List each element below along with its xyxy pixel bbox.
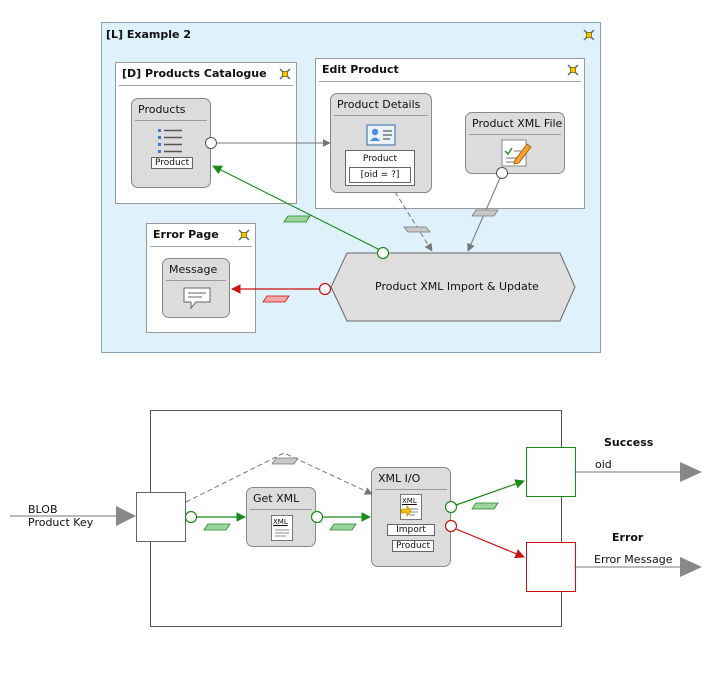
input-label-blob: BLOB	[28, 503, 58, 516]
xml-io-unit[interactable]: XML I/O XML Import Product	[371, 467, 451, 567]
xml-icon-text: XML	[402, 497, 417, 505]
link-parameter	[203, 523, 231, 531]
ok-port	[376, 246, 390, 260]
import-tag: Import	[387, 524, 435, 536]
error-output-label: Error Message	[594, 553, 673, 566]
pin-icon[interactable]	[582, 28, 596, 42]
xml-file-icon: XML	[271, 515, 293, 541]
message-icon	[183, 287, 211, 310]
products-catalogue-title: [D] Products Catalogue	[122, 67, 267, 80]
link-port	[205, 137, 217, 149]
divider	[334, 115, 428, 116]
link-xmlio-success	[455, 479, 525, 506]
success-output-label: oid	[595, 458, 612, 471]
message-unit-title: Message	[169, 263, 218, 276]
pin-icon[interactable]	[566, 63, 580, 77]
id-card-icon	[366, 124, 396, 146]
ok-port	[310, 510, 324, 524]
success-title: Success	[604, 436, 654, 449]
xml-import-icon: XML	[400, 494, 422, 520]
divider	[119, 85, 293, 86]
product-details-title: Product Details	[337, 98, 421, 111]
product-xml-file-title: Product XML File	[472, 117, 563, 130]
link-parameter	[471, 209, 499, 217]
module-container	[150, 410, 562, 627]
link-port	[496, 167, 508, 179]
product-xml-file-unit[interactable]: Product XML File	[465, 112, 565, 174]
get-xml-unit[interactable]: Get XML XML	[246, 487, 316, 547]
get-xml-title: Get XML	[253, 492, 300, 505]
divider	[319, 81, 581, 82]
link-details-to-operation	[394, 191, 433, 252]
ko-port	[444, 519, 458, 533]
edit-product-title: Edit Product	[322, 63, 399, 76]
pin-icon[interactable]	[278, 67, 292, 81]
ok-port	[444, 500, 458, 514]
message-unit[interactable]: Message	[162, 258, 230, 318]
pin-icon[interactable]	[237, 228, 251, 242]
tag-line-1: Product	[362, 154, 398, 164]
link-parameter	[471, 502, 499, 510]
tag-line-2: [oid = ?]	[349, 167, 411, 183]
link-input-to-xmlio	[185, 452, 373, 503]
ok-port	[184, 510, 198, 524]
list-icon	[158, 129, 182, 153]
link-operation-ok	[212, 165, 381, 251]
product-details-tag: Product [oid = ?]	[345, 150, 415, 186]
divider	[469, 134, 561, 135]
xml-io-title: XML I/O	[378, 472, 421, 485]
input-arrow	[116, 506, 136, 526]
link-xmlio-error	[455, 528, 525, 559]
products-tag: Product	[151, 157, 194, 169]
divider	[166, 280, 226, 281]
product-details-unit[interactable]: Product Details Product [oid = ?]	[330, 93, 432, 193]
error-page-title: Error Page	[153, 228, 219, 241]
divider	[375, 489, 447, 490]
success-collector[interactable]	[526, 447, 576, 497]
link-parameter	[262, 295, 290, 303]
file-edit-icon	[501, 139, 532, 167]
divider	[135, 120, 207, 121]
divider	[150, 246, 252, 247]
products-unit-title: Products	[138, 103, 186, 116]
example-title: [L] Example 2	[106, 28, 191, 41]
input-label-product-key: Product Key	[28, 516, 94, 529]
error-title: Error	[612, 531, 644, 544]
link-parameter	[403, 226, 431, 233]
operation-label: Product XML Import & Update	[375, 280, 539, 293]
divider	[250, 509, 312, 510]
ko-port	[318, 282, 332, 296]
error-output-arrow	[680, 557, 702, 577]
product-tag: Product	[392, 540, 435, 552]
link-parameter	[329, 523, 357, 531]
success-output-arrow	[680, 462, 702, 482]
error-collector[interactable]	[526, 542, 576, 592]
link-parameter	[283, 215, 311, 223]
link-parameter	[271, 457, 299, 465]
xml-icon-text: XML	[273, 518, 288, 526]
